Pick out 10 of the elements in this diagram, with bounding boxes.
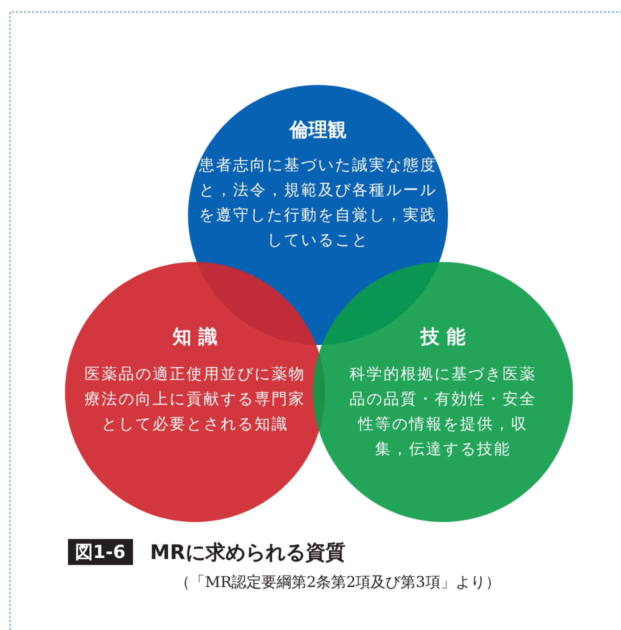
- figure-number: 図1-6: [68, 539, 133, 565]
- circle-heading: 技 能: [420, 325, 466, 350]
- circle-description: 医薬品の適正使用並びに薬物療法の向上に貢献する専門家として必要とされる知識: [84, 364, 306, 435]
- figure-title: MRに求められる資質: [150, 539, 346, 566]
- venn-circle: [313, 262, 573, 522]
- circle-description: 科学的根拠に基づき医薬品の品質・有効性・安全性等の情報を提供，収集，伝達する技能: [348, 364, 538, 460]
- circle-heading: 知 識: [172, 325, 218, 350]
- source-note: （「MR認定要綱第2条第2項及び第3項」より）: [175, 573, 500, 592]
- circle-description: 患者志向に基づいた誠実な態度と，法令，規範及び各種ルールを遵守した行動を自覚し，実践していること: [198, 155, 438, 251]
- circle-heading: 倫理観: [290, 118, 346, 143]
